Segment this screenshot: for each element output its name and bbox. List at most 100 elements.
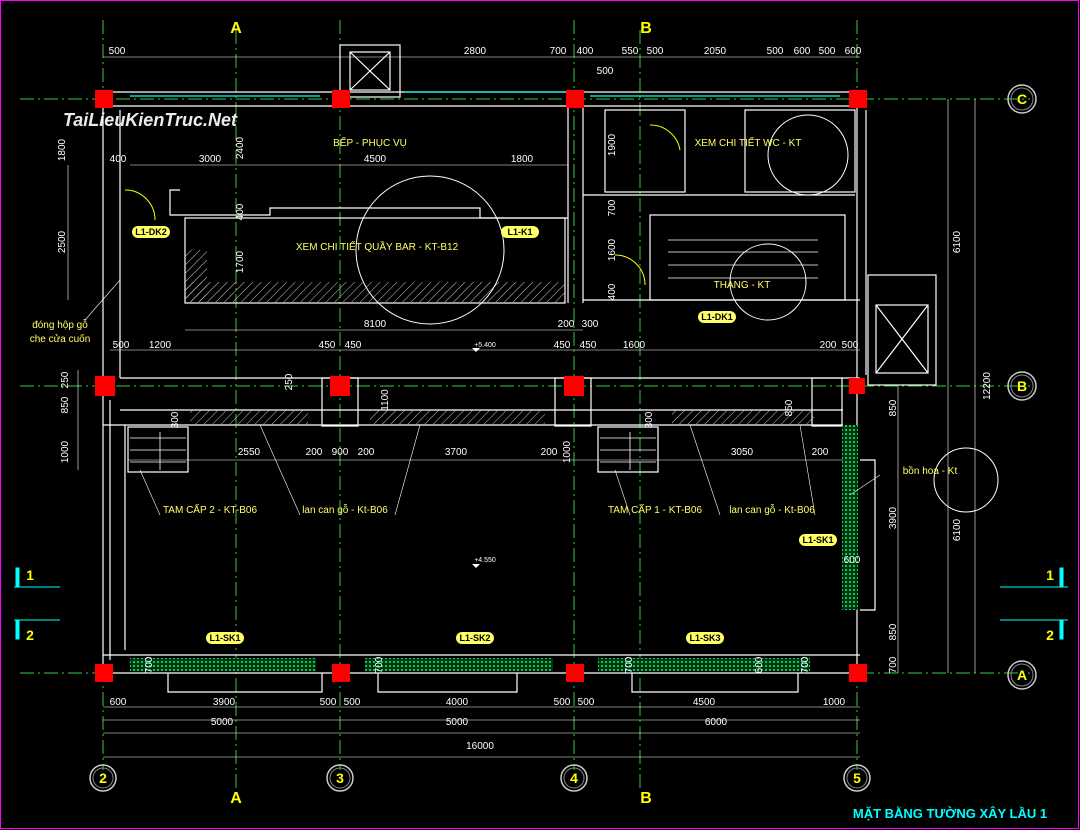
dim-top-small-0: 500 xyxy=(597,66,614,77)
section-label-2-left: 2 xyxy=(26,627,34,643)
dim-kitchen-1: 3000 xyxy=(199,154,222,165)
dim-bottom1-0: 600 xyxy=(110,697,127,708)
dim-row-b-7: 200 xyxy=(820,340,837,351)
dim-bottom1-7: 4500 xyxy=(693,697,716,708)
tag-l1-sk1-bottom-badge xyxy=(206,632,244,644)
dim-kitchen-vert-6: 1600 xyxy=(607,238,618,261)
tag-l1-sk2-badge xyxy=(456,632,494,644)
tag-l1-k1: L1-K1 xyxy=(507,227,532,237)
dim-row-b-3: 450 xyxy=(345,340,362,351)
axis-b-bubble xyxy=(1007,371,1037,401)
dim-stairs-7: 200 xyxy=(812,447,829,458)
step-1-label: TAM CẤP 1 - KT-B06 xyxy=(608,503,703,516)
dim-mid-1: 200 xyxy=(558,319,575,330)
dim-vert-b-3: 250 xyxy=(284,373,295,390)
dim-bottom-total: 16000 xyxy=(466,741,494,752)
level-markers xyxy=(472,348,480,568)
dim-top-5: 500 xyxy=(647,46,664,57)
dim-vert-b-0: 250 xyxy=(60,371,71,388)
axis-label-c-right: C xyxy=(1017,91,1027,107)
dim-stairs-6: 3050 xyxy=(731,447,754,458)
railing-label-1: lan can gỗ - Kt-B06 xyxy=(302,503,388,516)
dim-mid-2: 300 xyxy=(582,319,599,330)
dim-vert-b-2: 1000 xyxy=(60,440,71,463)
dim-row-b-4: 450 xyxy=(554,340,571,351)
dim-bottom2-1: 5000 xyxy=(446,717,469,728)
dim-kitchen-vert-1: 2400 xyxy=(235,136,246,159)
dim-right-4: 6100 xyxy=(952,518,963,541)
dim-row-b-6: 1600 xyxy=(623,340,646,351)
dim-right-3: 3900 xyxy=(888,506,899,529)
tag-l1-dk1: L1-DK1 xyxy=(701,312,733,322)
walls xyxy=(102,44,937,693)
dim-kitchen-vert-5: 700 xyxy=(607,199,618,216)
axis-label-b-right: B xyxy=(1017,378,1027,394)
dim-stairs-5: 200 xyxy=(541,447,558,458)
detail-circles xyxy=(355,114,999,513)
dim-vert-b-4: 1100 xyxy=(380,389,391,411)
dim-stairs-2: 900 xyxy=(332,447,349,458)
dim-bottom1-1: 3900 xyxy=(213,697,236,708)
tag-l1-sk2: L1-SK2 xyxy=(459,633,490,643)
dim-bottom1-4: 4000 xyxy=(446,697,469,708)
axis-number-5: 5 xyxy=(853,770,861,786)
dim-top-4: 550 xyxy=(622,46,639,57)
axis-3-bubble-inner xyxy=(329,767,351,789)
dim-right-5: 850 xyxy=(888,623,899,640)
tag-l1-dk2-badge xyxy=(132,226,170,238)
axis-c-bubble-inner xyxy=(1010,87,1034,111)
section-lines xyxy=(14,567,1068,640)
dim-right-7: 600 xyxy=(844,555,861,566)
axis-3-bubble xyxy=(326,764,354,792)
dim-sk-2: 700 xyxy=(624,656,635,673)
axis-label-a-top: A xyxy=(230,20,242,37)
section-label-1-left: 1 xyxy=(26,567,34,583)
hatch-areas xyxy=(130,250,858,671)
stair-treads xyxy=(130,239,818,470)
dim-top-10: 600 xyxy=(845,46,862,57)
dim-row-b-5: 450 xyxy=(580,340,597,351)
dim-kitchen-0: 400 xyxy=(110,154,127,165)
railing-label-2: lan can gỗ - Kt-B06 xyxy=(729,503,815,516)
dim-bottom2-0: 5000 xyxy=(211,717,234,728)
dim-kitchen-vert-4: 1900 xyxy=(607,133,618,156)
dim-stairs-3: 200 xyxy=(358,447,375,458)
roll-door-label: che cửa cuốn xyxy=(30,333,91,345)
dim-top-8: 600 xyxy=(794,46,811,57)
dim-row-b-8: 500 xyxy=(842,340,859,351)
axis-4-bubble-inner xyxy=(563,767,585,789)
dim-kitchen-vert-2: 400 xyxy=(235,203,246,220)
dim-stairs-4: 3700 xyxy=(445,447,468,458)
dim-sk-0: 700 xyxy=(144,656,155,673)
level-4550: +4.550 xyxy=(474,557,496,564)
dim-top-3: 400 xyxy=(577,46,594,57)
axis-2-bubble-inner xyxy=(92,767,114,789)
dim-bottom1-5: 500 xyxy=(554,697,571,708)
dim-top-2: 700 xyxy=(550,46,567,57)
stair-label: THANG - KT xyxy=(714,280,771,291)
dim-stairs-0: 2550 xyxy=(238,447,261,458)
section-label-2-right: 2 xyxy=(1046,627,1054,643)
dim-right-6: 700 xyxy=(888,656,899,673)
dimension-lines xyxy=(67,56,976,758)
leader-lines xyxy=(84,279,881,516)
wood-box-label: đóng hộp gỗ xyxy=(32,318,88,331)
axis-4-bubble xyxy=(560,764,588,792)
dim-right-0: 6100 xyxy=(952,230,963,253)
dim-top-6: 2050 xyxy=(704,46,727,57)
tag-l1-sk3: L1-SK3 xyxy=(689,633,720,643)
dim-bottom1-2: 500 xyxy=(320,697,337,708)
axis-5-bubble-inner xyxy=(846,767,868,789)
dim-vert-b-8: 850 xyxy=(784,399,795,416)
tag-l1-sk3-badge xyxy=(686,632,724,644)
tag-l1-sk1-bottom: L1-SK1 xyxy=(209,633,240,643)
dim-kitchen-vert-0: 1800 xyxy=(57,138,68,161)
dim-right-2: 850 xyxy=(888,399,899,416)
dim-vert-b-6: 1000 xyxy=(562,440,573,463)
dim-sk-1: 700 xyxy=(374,656,385,673)
kitchen-label: BẾP - PHỤC VỤ xyxy=(333,136,407,149)
grid-lines xyxy=(20,20,1030,790)
